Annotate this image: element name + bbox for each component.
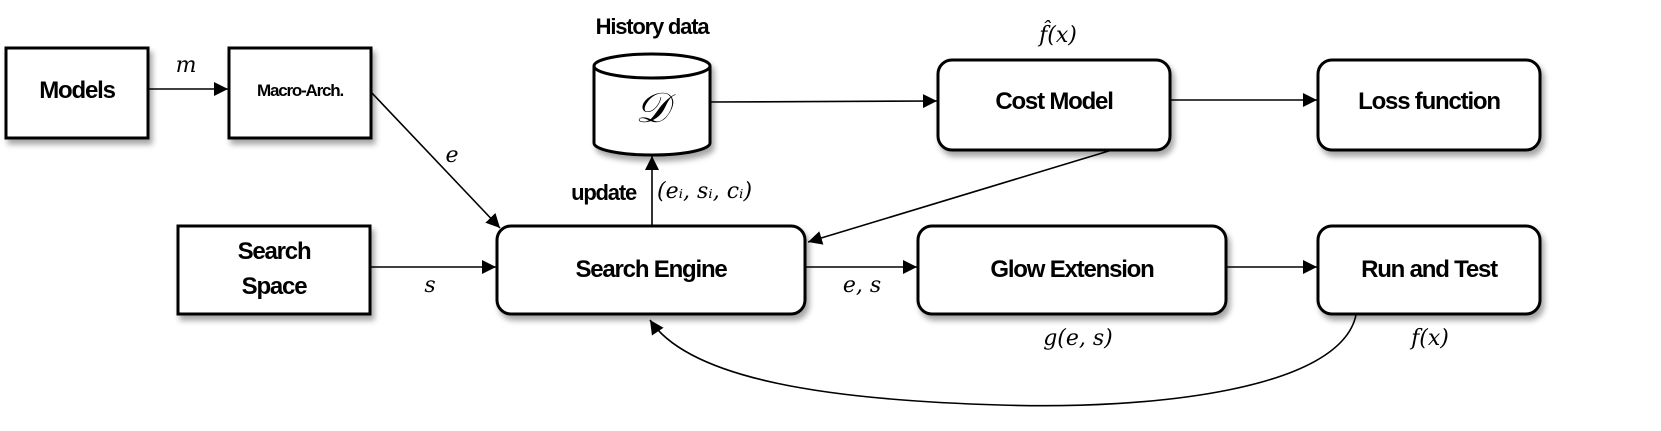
label-update: update bbox=[571, 180, 637, 205]
label-update-tuple: (eᵢ, sᵢ, cᵢ) bbox=[657, 179, 752, 204]
cost-model-label: Cost Model bbox=[995, 88, 1112, 115]
edge-cost-engine bbox=[807, 149, 1113, 245]
search-engine-label: Search Engine bbox=[575, 256, 727, 283]
run-and-test-node bbox=[1316, 224, 1542, 316]
history-data-cylinder bbox=[592, 52, 712, 157]
models-label: Models bbox=[39, 77, 115, 104]
label-g: g(e, s) bbox=[1043, 326, 1113, 351]
label-f: f(x) bbox=[1409, 326, 1449, 351]
label-e: e bbox=[445, 143, 458, 168]
search-space-label-1: Search bbox=[238, 238, 311, 265]
label-s: s bbox=[424, 273, 435, 298]
macro-arch-node bbox=[227, 46, 373, 140]
label-e-s: e, s bbox=[843, 273, 881, 298]
search-space-node bbox=[176, 224, 372, 316]
label-f-hat: f̂(x) bbox=[1037, 21, 1077, 48]
models-node bbox=[4, 46, 150, 140]
search-engine-node bbox=[495, 224, 807, 316]
edge-history-cost bbox=[709, 94, 938, 109]
macro-arch-label: Macro-Arch. bbox=[257, 81, 343, 100]
loss-function-node bbox=[1316, 58, 1542, 152]
loss-function-label: Loss function bbox=[1358, 88, 1500, 115]
run-and-test-label: Run and Test bbox=[1361, 256, 1498, 283]
edge-run-engine-feedback bbox=[649, 314, 1357, 407]
edge-macro-engine bbox=[370, 91, 501, 229]
cost-model-node bbox=[936, 58, 1172, 152]
search-space-label-2: Space bbox=[242, 273, 308, 300]
label-m: m bbox=[176, 53, 197, 78]
glow-extension-node bbox=[916, 224, 1228, 316]
glow-extension-label: Glow Extension bbox=[990, 256, 1154, 283]
history-data-title: History data bbox=[596, 14, 711, 39]
